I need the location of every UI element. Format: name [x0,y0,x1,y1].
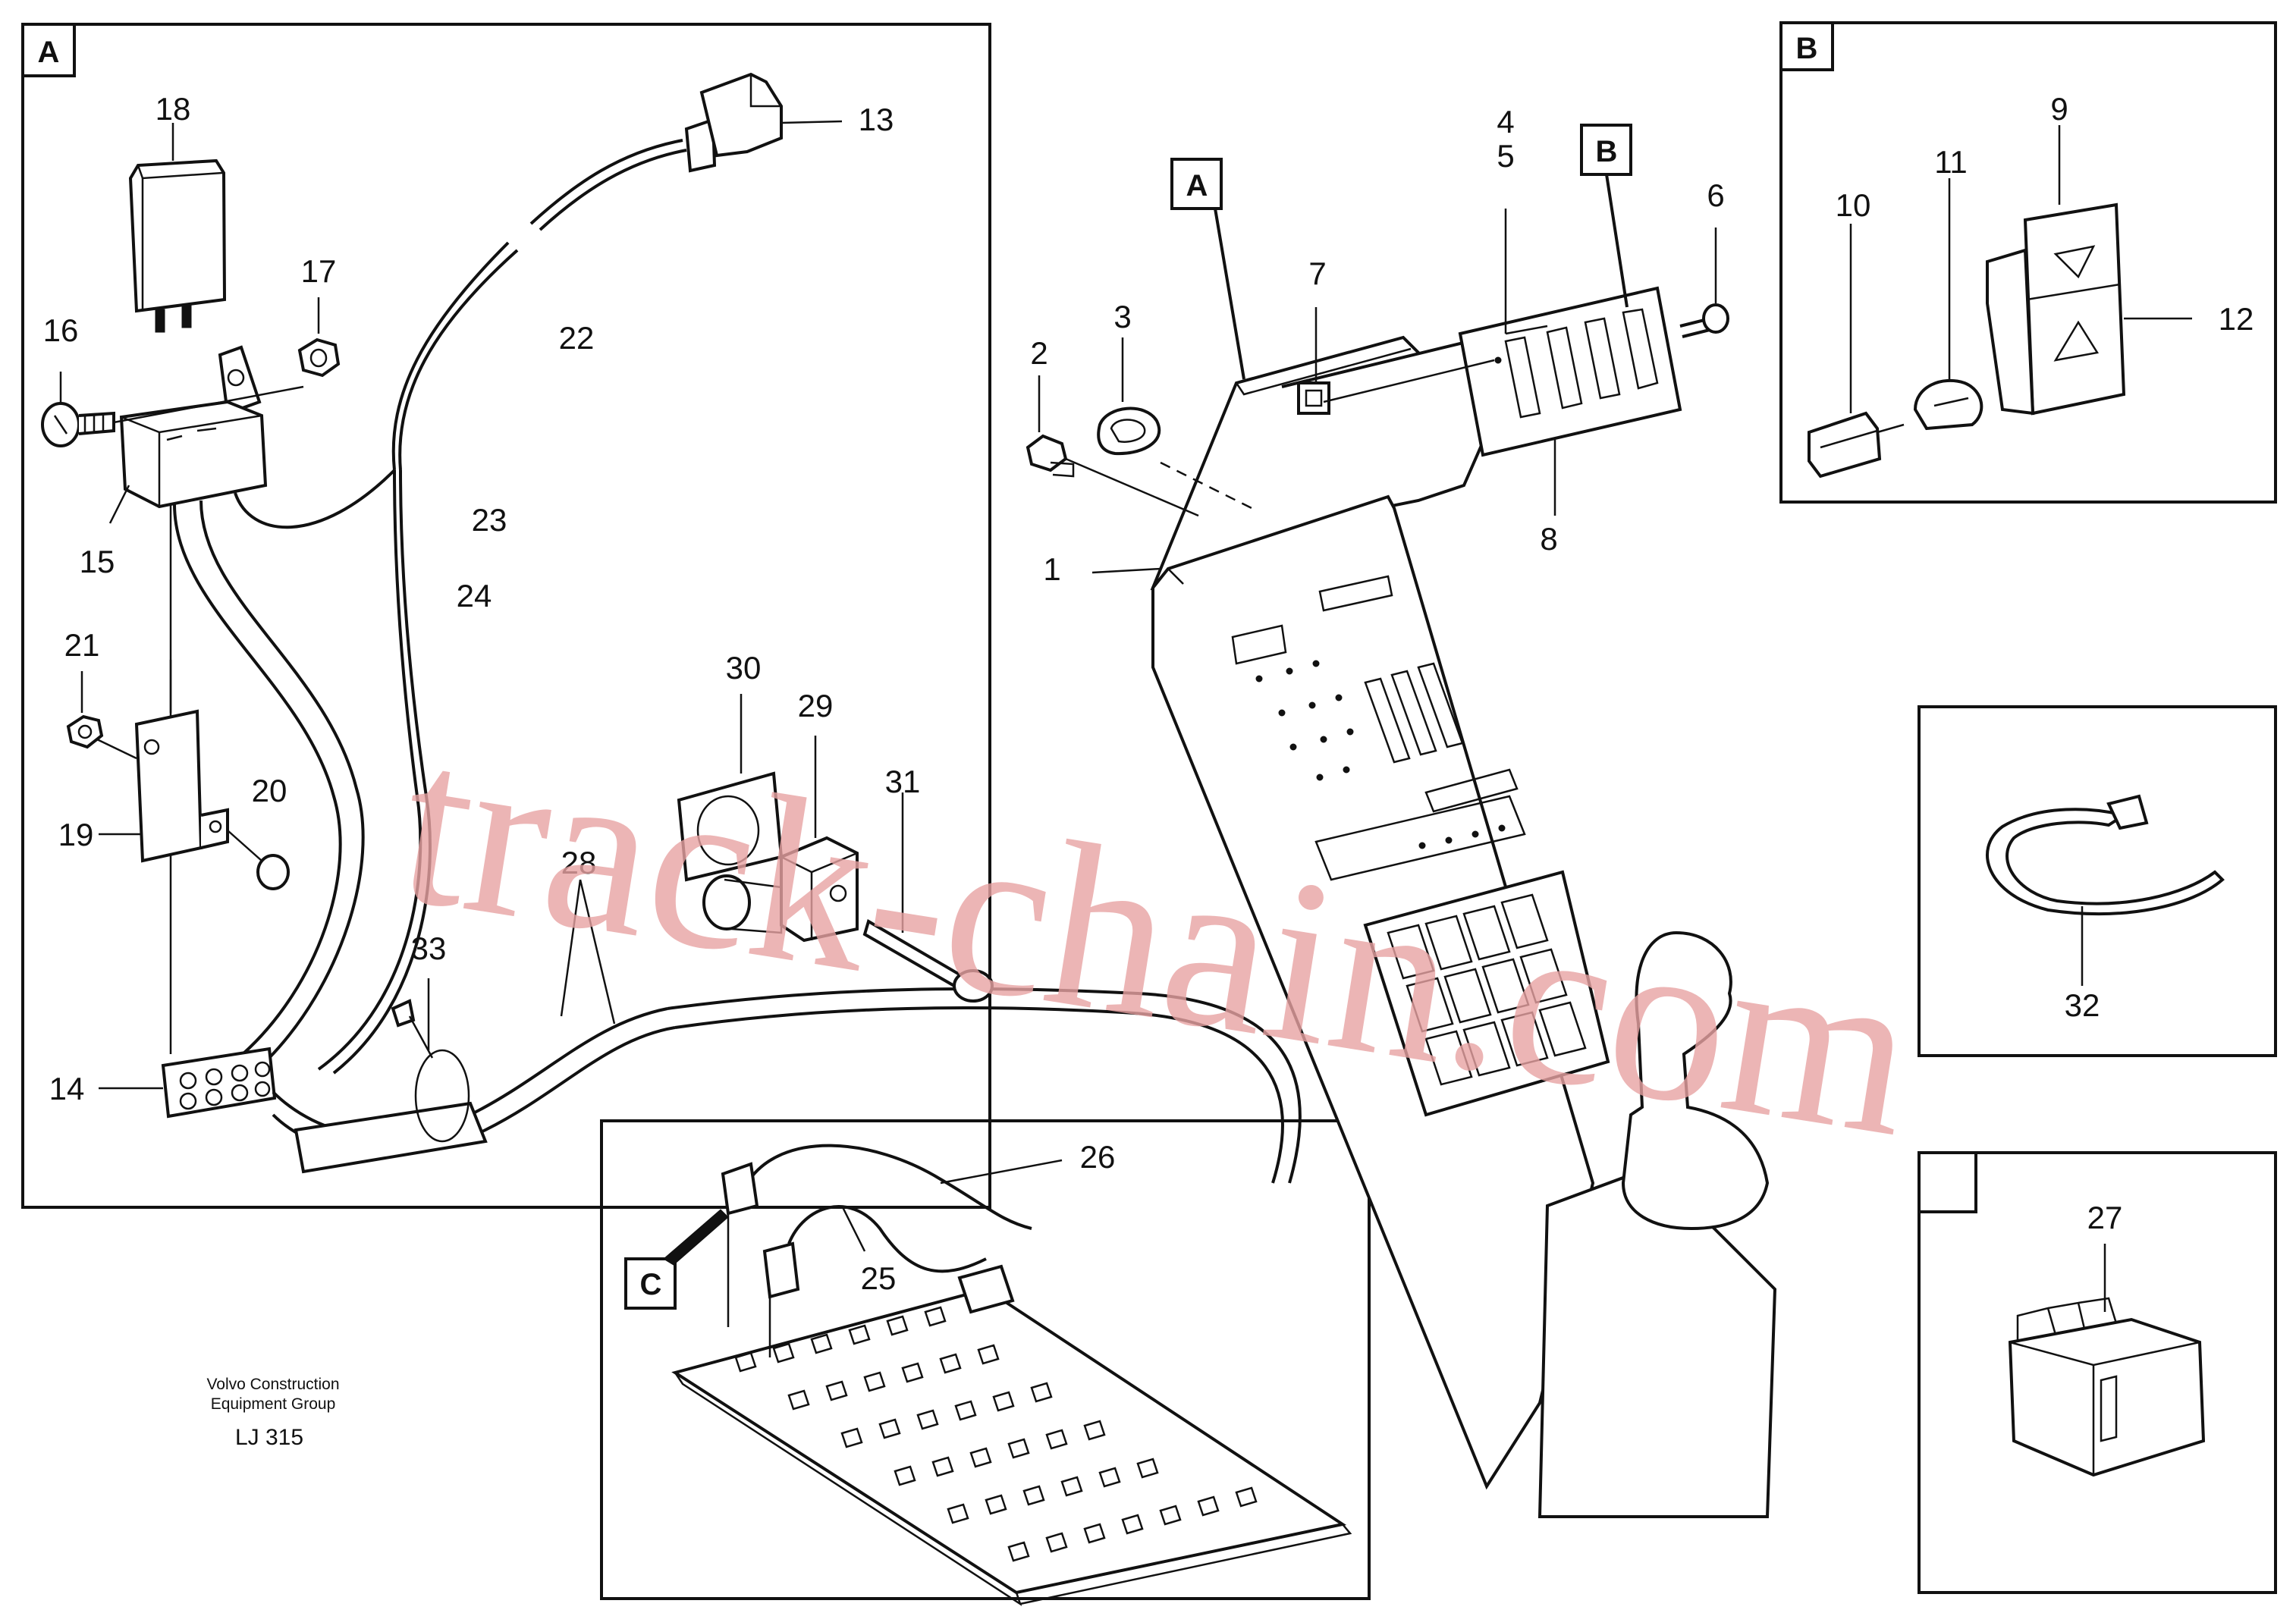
nut-17 [297,297,341,378]
watermark-text: track-chain.com [386,692,1929,1186]
credit-line-2: Equipment Group [211,1395,336,1413]
callout-24: 24 [457,578,492,614]
callout-12: 12 [2219,301,2254,337]
callout-20: 20 [252,773,287,808]
screw-31 [862,792,994,1003]
pointer-c-label: C [640,1268,662,1301]
callout-29: 29 [798,688,834,723]
panel-c-frame [600,1119,1371,1600]
callout-32: 32 [2065,987,2100,1023]
callout-23: 23 [472,502,507,538]
callout-25: 25 [861,1260,897,1296]
connector-27 [2008,1244,2206,1477]
callout-15: 15 [80,544,115,579]
cable-26 [746,1144,1063,1230]
callout-21: 21 [64,627,100,663]
connector-c-a [721,1162,759,1327]
callout-16: 16 [43,312,79,348]
callout-2: 2 [1030,335,1047,371]
connector-29 [702,736,859,943]
callout-30: 30 [726,650,762,686]
nut-21 [66,671,104,749]
callout-19: 19 [58,817,94,852]
callout-1: 1 [1043,551,1060,587]
panel-32-frame [1918,705,2277,1057]
pointer-a: A [1170,158,1245,380]
callout-5: 5 [1497,138,1514,174]
credit-line-1: Volvo Construction [206,1376,339,1393]
callout-labels: 18 17 16 15 13 22 23 24 21 20 19 30 29 3… [43,91,2254,1296]
panel-b-frame: B [1779,21,2277,504]
cable-25 [787,1205,987,1273]
switch-9-12 [1986,125,2192,416]
panel-27-frame [1918,1151,2277,1594]
callout-33: 33 [411,930,447,966]
control-console [1026,209,1777,1518]
callout-18: 18 [155,91,191,127]
credit-block: Volvo Construction Equipment Group LJ 31… [206,1376,339,1450]
bulb-holder-10 [1808,224,1905,479]
resistor-19 [96,660,229,863]
callout-22: 22 [559,320,595,356]
callout-27: 27 [2087,1200,2123,1235]
callout-7: 7 [1308,256,1326,291]
pointer-c: C [624,1209,729,1310]
callout-17: 17 [301,253,337,289]
pointer-a-label: A [1186,169,1208,202]
callout-11: 11 [1934,144,1968,180]
cable-tie-33 [391,978,470,1143]
relay-18 [128,123,227,333]
panel-a-frame: A [21,23,991,1209]
callout-13: 13 [859,102,894,137]
bulb-11 [1913,178,1983,431]
drawing-code: LJ 315 [235,1425,303,1450]
terminal-block-14 [99,1047,277,1119]
screw-16 [41,372,115,447]
callout-9: 9 [2050,91,2068,127]
callout-14: 14 [49,1071,85,1106]
callout-31: 31 [885,764,921,799]
connector-13 [684,72,843,173]
flasher-15 [108,345,304,524]
callout-3: 3 [1113,299,1131,334]
callout-6: 6 [1707,177,1724,213]
circuit-board [671,1264,1352,1607]
callout-28: 28 [561,845,597,880]
connector-c-b [762,1241,800,1357]
callout-26: 26 [1080,1139,1116,1175]
screw-20 [227,830,290,890]
pointer-b: B [1580,124,1632,308]
panel-a-label: A [38,36,60,69]
cable-tie-32 [1986,794,2225,986]
callout-10: 10 [1836,187,1871,223]
pointer-b-label: B [1596,135,1618,168]
callout-8: 8 [1540,521,1557,557]
callout-4: 4 [1497,104,1514,140]
panel-b-label: B [1796,32,1818,65]
